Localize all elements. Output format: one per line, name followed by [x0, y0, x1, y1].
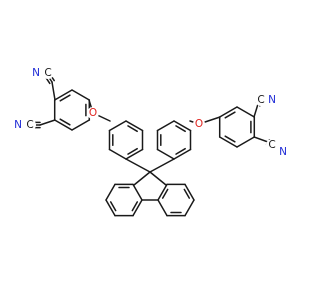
carbon-label: C — [44, 67, 51, 79]
molecule-diagram: N C N C C N C N O O — [12, 67, 289, 217]
substituent-bond — [253, 103, 259, 118]
ring-bond — [108, 148, 127, 160]
carbon-label: C — [26, 119, 33, 131]
label-ether-left: O — [87, 107, 99, 119]
aromatic-double-bond — [175, 147, 186, 155]
ring-bond — [173, 148, 192, 160]
nitrogen-label: N — [32, 67, 40, 79]
aromatic-double-bond — [131, 201, 139, 212]
ring-bond — [173, 120, 192, 132]
ring-bond — [53, 89, 73, 101]
label-cn3: C N — [255, 94, 278, 106]
ring-bond — [71, 89, 91, 101]
label-cn1: N C — [30, 67, 54, 79]
substituent-bond — [51, 81, 56, 101]
ring-bond — [157, 199, 168, 217]
ring-bond — [157, 183, 168, 201]
carbon-label: C — [257, 94, 264, 106]
ring-bond — [132, 199, 143, 217]
ring-bond — [236, 136, 256, 148]
ring-bond — [184, 199, 195, 217]
bond-layer — [33, 73, 277, 217]
ring-bond — [105, 199, 116, 217]
aromatic-double-bond — [127, 125, 138, 133]
nitrogen-label: N — [279, 146, 287, 158]
aryl-bond — [125, 158, 151, 173]
ring-bond — [132, 183, 143, 201]
ring-bond — [156, 120, 175, 132]
five-ring-bond — [149, 171, 167, 186]
ring-bond — [108, 120, 127, 132]
aromatic-double-bond — [161, 188, 169, 199]
aromatic-double-bond — [183, 188, 191, 199]
carbon-label: C — [268, 139, 275, 151]
aromatic-double-bond — [59, 94, 71, 102]
aromatic-double-bond — [175, 125, 186, 133]
aromatic-double-bond — [59, 118, 71, 126]
ring-bond — [184, 183, 195, 201]
ring-bond — [236, 106, 256, 118]
aromatic-double-bond — [224, 111, 236, 119]
oxygen-label: O — [89, 107, 97, 119]
ring-bond — [53, 119, 73, 131]
nitrogen-label: N — [14, 119, 22, 131]
ring-bond — [105, 183, 116, 201]
five-ring-bond — [133, 171, 151, 186]
aromatic-double-bond — [224, 135, 236, 143]
label-cn4: C N — [266, 139, 289, 158]
oxygen-label: O — [195, 118, 203, 130]
aromatic-double-bond — [109, 201, 117, 212]
ring-bond — [125, 120, 144, 132]
label-cn2: N C — [12, 119, 36, 131]
atom-label-layer: N C N C C N C N O O — [12, 67, 289, 158]
ring-bond — [156, 148, 175, 160]
ring-bond — [125, 148, 144, 160]
ring-bond — [71, 119, 91, 131]
nitrogen-label: N — [268, 94, 276, 106]
label-ether-right: O — [193, 118, 205, 130]
substituent-bond — [253, 136, 269, 143]
substituent-bond — [39, 119, 56, 126]
aryl-bond — [149, 158, 175, 173]
ring-bond — [218, 136, 238, 148]
aromatic-double-bond — [127, 147, 138, 155]
ring-bond — [218, 106, 238, 118]
